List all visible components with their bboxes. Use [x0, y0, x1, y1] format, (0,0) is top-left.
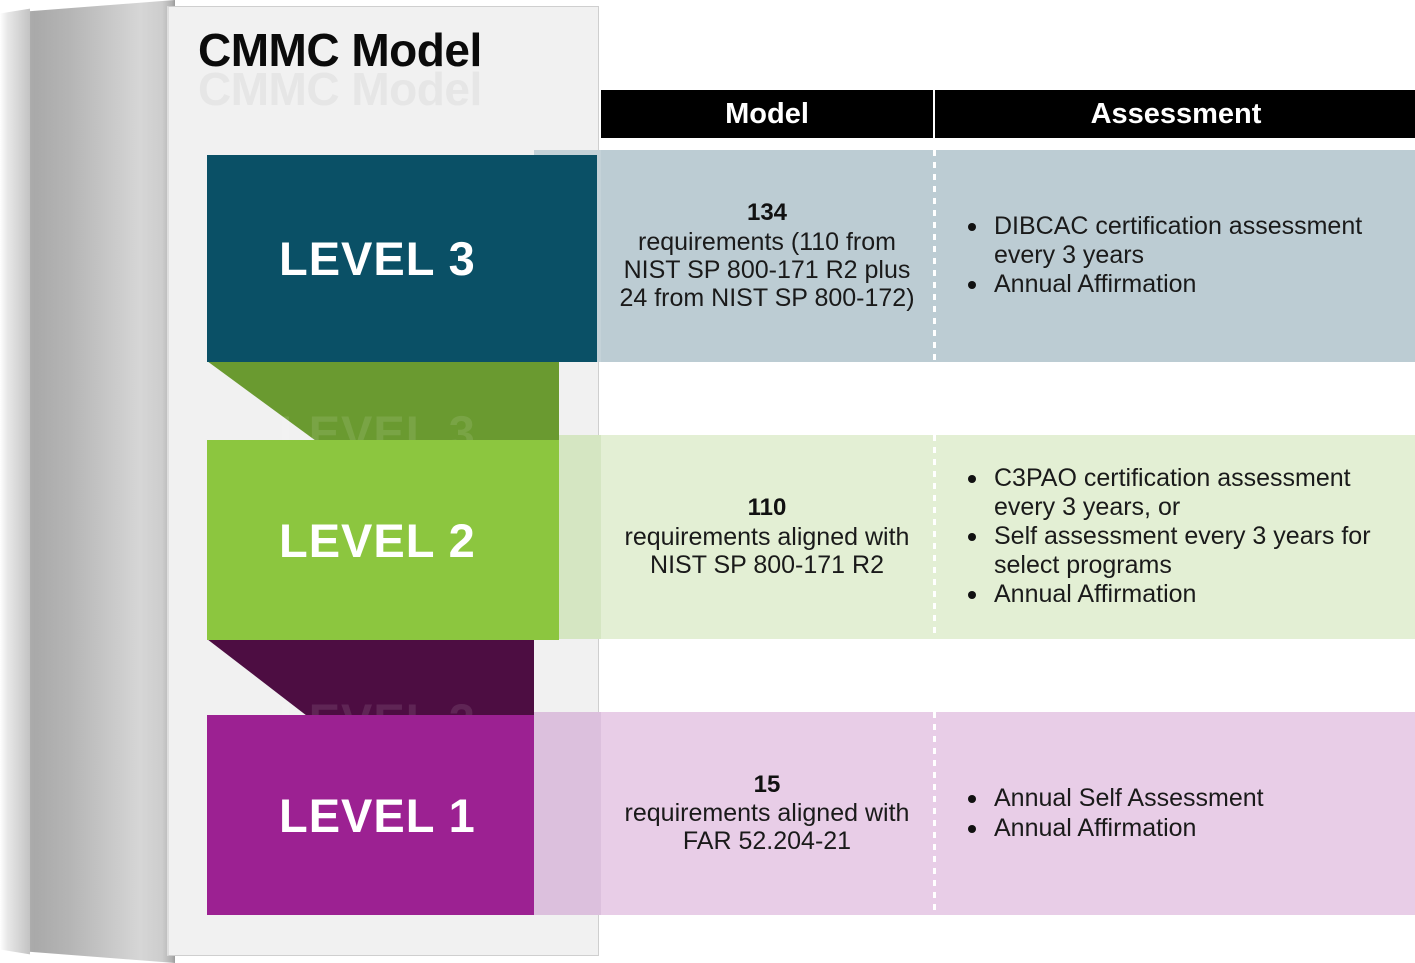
list-item: Self assessment every 3 years for select… [964, 522, 1384, 579]
level-label-2: LEVEL 2 [279, 513, 476, 567]
model-count-level-3: 134 [746, 199, 788, 227]
row-level-1: 15 requirements aligned with FAR 52.204-… [534, 712, 1415, 915]
list-item: Annual Affirmation [964, 270, 1384, 299]
three-d-side-panel-shade [0, 8, 30, 955]
list-item: DIBCAC certification assessment every 3 … [964, 212, 1384, 269]
page-title: CMMC Model [198, 24, 482, 76]
assessment-cell-level-1: Annual Self Assessment Annual Affirmatio… [936, 712, 1415, 915]
band-left-level-1 [534, 712, 601, 915]
level-bar-level-1[interactable]: LEVEL 1 LEVEL 1 [207, 715, 534, 915]
row-level-3: 134 requirements (110 from NIST SP 800-1… [534, 150, 1415, 362]
row-level-2: 110 requirements aligned with NIST SP 80… [534, 435, 1415, 639]
level-label-3: LEVEL 3 [279, 232, 476, 285]
list-item: Annual Self Assessment [964, 784, 1264, 813]
table-header: Model Assessment [601, 90, 1415, 138]
band-main-level-3 [601, 150, 1415, 362]
model-desc-level-1: requirements aligned with FAR 52.204-21 [624, 799, 910, 856]
model-count-level-2: 110 [747, 494, 787, 522]
list-item: Annual Affirmation [964, 814, 1264, 843]
model-desc-level-2: requirements aligned with NIST SP 800-17… [624, 522, 910, 579]
column-divider-level-3 [933, 150, 936, 362]
band-main-level-2 [601, 435, 1415, 639]
assessment-cell-level-2: C3PAO certification assessment every 3 y… [936, 435, 1415, 639]
column-divider-level-1 [933, 712, 936, 915]
assessment-list-level-1: Annual Self Assessment Annual Affirmatio… [964, 784, 1264, 843]
level-bar-level-3[interactable]: LEVEL 3 LEVEL 3 [207, 155, 597, 459]
header-assessment: Assessment [1090, 97, 1262, 130]
header-model: Model [725, 97, 809, 130]
model-cell-level-3: 134 requirements (110 from NIST SP 800-1… [601, 150, 933, 362]
page-title-ghost: CMMC Model [198, 63, 482, 115]
assessment-list-level-2: C3PAO certification assessment every 3 y… [964, 464, 1384, 610]
model-cell-level-2: 110 requirements aligned with NIST SP 80… [601, 435, 933, 639]
assessment-cell-level-3: DIBCAC certification assessment every 3 … [936, 150, 1415, 362]
list-item: C3PAO certification assessment every 3 y… [964, 464, 1384, 521]
level-label-1: LEVEL 1 [279, 788, 476, 842]
level-bar-level-2[interactable]: LEVEL 2 LEVEL 2 [207, 440, 559, 747]
model-count-level-1: 15 [753, 770, 781, 798]
assessment-list-level-3: DIBCAC certification assessment every 3 … [964, 212, 1384, 300]
column-divider-level-2 [933, 435, 936, 639]
model-cell-level-1: 15 requirements aligned with FAR 52.204-… [601, 712, 933, 915]
model-desc-level-3: requirements (110 from NIST SP 800-171 R… [619, 227, 915, 312]
list-item: Annual Affirmation [964, 580, 1384, 609]
header-divider [933, 90, 935, 138]
band-main-level-1 [601, 712, 1415, 915]
